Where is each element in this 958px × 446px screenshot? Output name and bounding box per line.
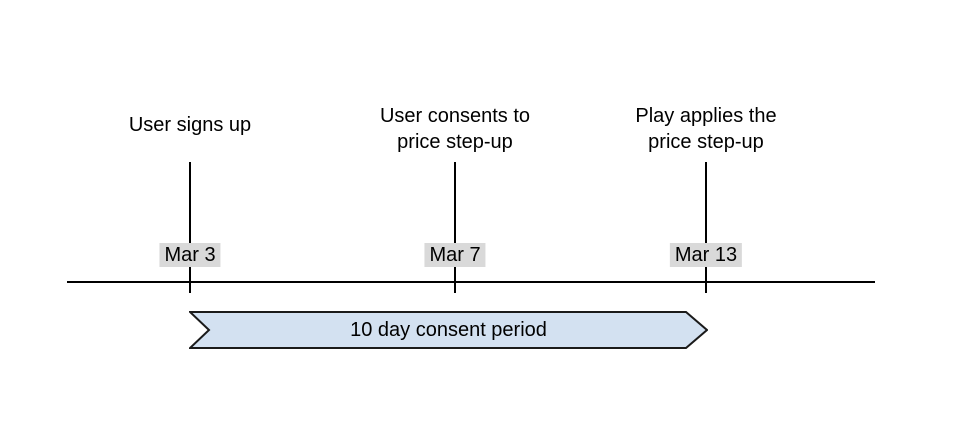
event-tick-mar7 (454, 162, 456, 293)
event-date-label-mar3: Mar 3 (159, 243, 221, 267)
consent-period-banner: 10 day consent period (189, 311, 708, 349)
event-tick-mar3 (189, 162, 191, 293)
event-date-label-mar7: Mar 7 (424, 243, 486, 267)
ribbon-arrow-shape (189, 311, 708, 349)
event-date-label-mar13: Mar 13 (669, 243, 743, 267)
event-title-user-signs-up: User signs up (128, 114, 252, 136)
event-tick-mar13 (705, 162, 707, 293)
timeline-axis (67, 281, 875, 283)
event-title-play-applies: Play applies the price step-up (635, 105, 777, 153)
consent-period-label: 10 day consent period (350, 319, 547, 341)
event-title-user-consents: User consents to price step-up (379, 105, 531, 153)
